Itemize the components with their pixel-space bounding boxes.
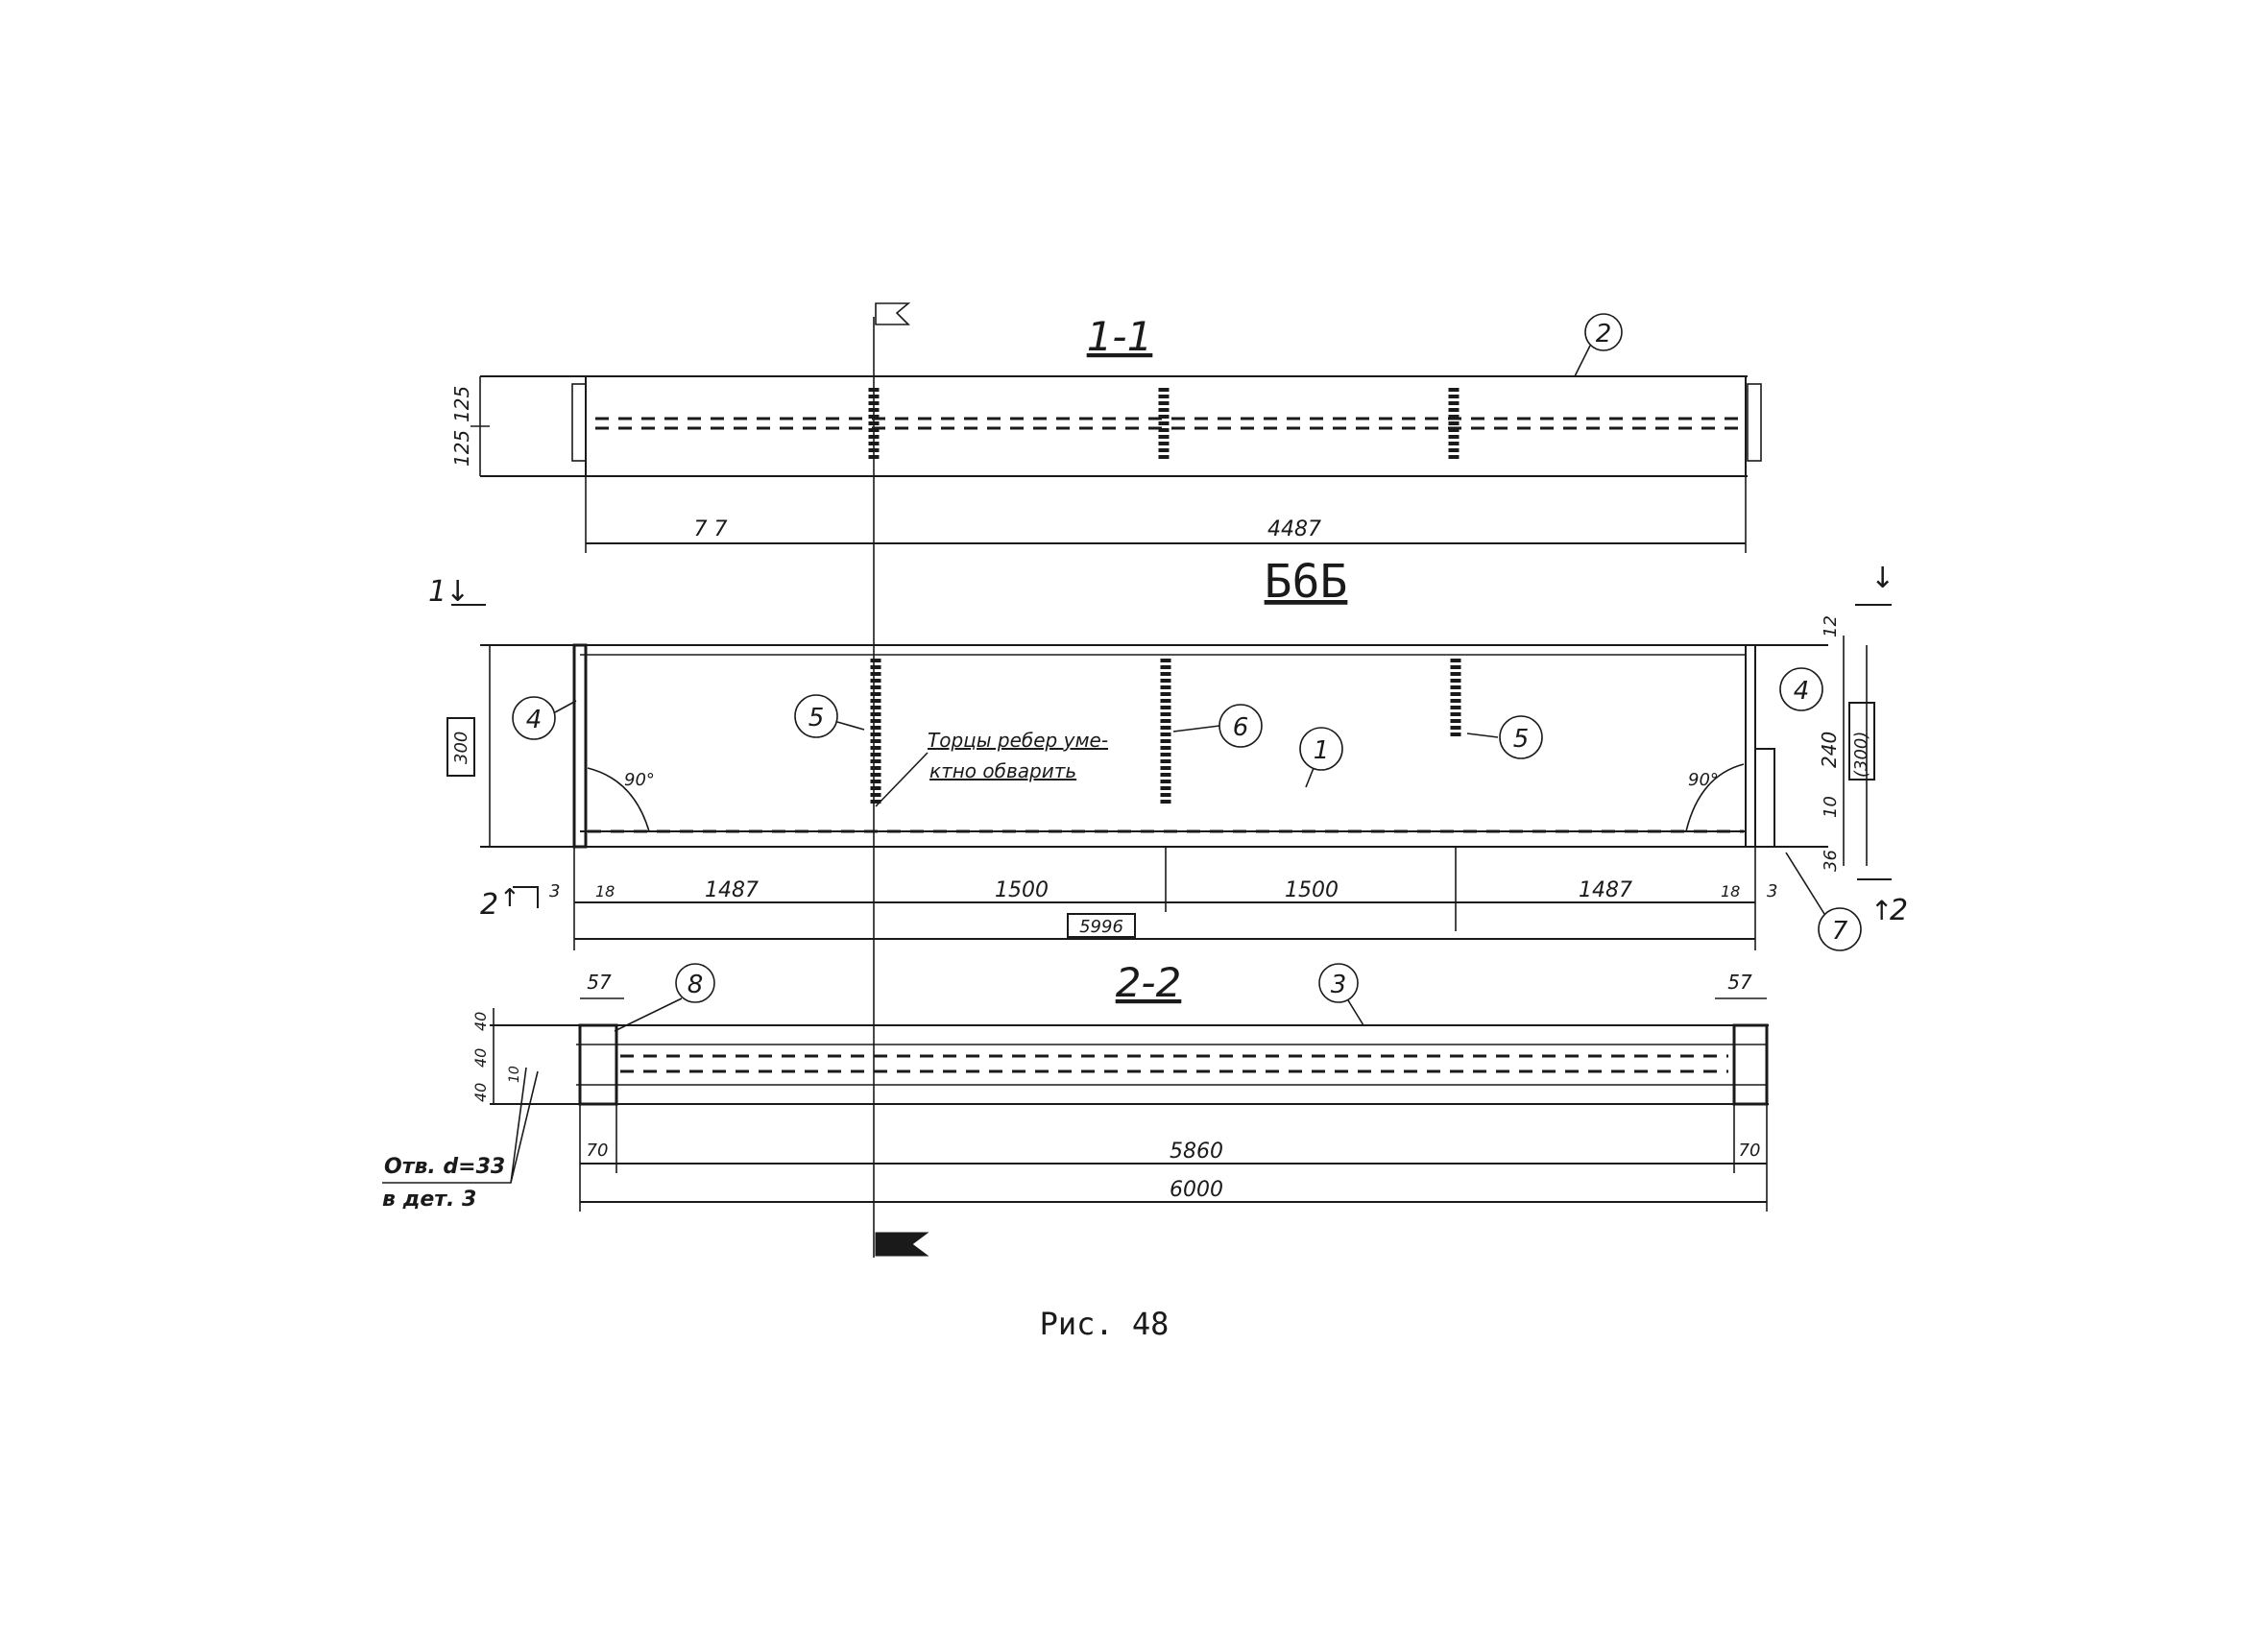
end-plate-left [572, 643, 588, 849]
rib-note-line-1: Торцы ребер уме- [928, 729, 1108, 752]
dim-125-bottom: 125 [450, 430, 473, 467]
part-number-2: 2 [1596, 320, 1612, 348]
dim-300-right: (300) [1851, 732, 1871, 778]
part-bubble-8 [675, 963, 715, 1003]
part-bubble-7 [1818, 907, 1862, 951]
dim-3-right: 3 [1767, 881, 1777, 901]
dim-240: 240 [1818, 732, 1841, 768]
dim-40-b: 40 [471, 1048, 490, 1068]
leader-lines [554, 700, 1499, 788]
part-bubble-5-left [794, 694, 838, 738]
flag-bottom-icon [875, 1232, 929, 1257]
hole-note-leader [382, 1067, 539, 1184]
dim-6000: 6000 [1170, 1178, 1223, 1202]
rib-note-leader [875, 752, 929, 807]
leader-line [1574, 345, 1591, 377]
dim-1500-left: 1500 [995, 878, 1049, 902]
cut-2-right-label: 2 [1890, 894, 1908, 927]
part-number-6: 6 [1233, 713, 1249, 742]
part-bubble-4-right [1779, 667, 1823, 711]
rib-welds-1-1 [868, 388, 1460, 459]
part-number-4-left: 4 [526, 706, 543, 734]
dim-57-right: 57 [1727, 971, 1752, 994]
hole-note-line-1: Отв. d=33 [384, 1155, 505, 1179]
dim-70-left: 70 [587, 1141, 609, 1161]
boxed-dim-5996 [1067, 913, 1136, 938]
dim-18-left: 18 [595, 882, 615, 901]
dim-70-right: 70 [1739, 1141, 1761, 1161]
part-number-1: 1 [1314, 736, 1330, 765]
end-plate-right [1745, 644, 1756, 848]
dim-3-left: 3 [549, 881, 560, 901]
end-block-left [578, 1023, 618, 1106]
dim-40-a: 40 [471, 1012, 490, 1031]
cut-marker-1: 1 ↓ ↓ [428, 562, 1894, 609]
dim-18-right: 18 [1721, 882, 1740, 901]
dim-12: 12 [1821, 615, 1841, 637]
angle-arc-left [587, 767, 650, 832]
part-bubble-3 [1318, 963, 1359, 1003]
dim-40-c: 40 [471, 1083, 490, 1102]
dim-36: 36 [1821, 850, 1841, 872]
part-bubble-2 [1584, 313, 1623, 351]
section-2-2-title: 2-2 [1116, 959, 1182, 1006]
dim-57-left: 57 [587, 971, 612, 994]
angle-label-right: 90° [1688, 770, 1719, 790]
section-2-2: 2-2 3 8 57 57 40 40 40 10 Отв. d=33 в де… [382, 959, 1769, 1212]
dim-partial: 7 7 [694, 517, 728, 541]
elevation-view: 90° 90° 4 5 6 1 5 4 7 Торцы ребер уме- к… [446, 615, 1875, 951]
dim-4487: 4487 [1267, 517, 1321, 541]
part-number-3: 3 [1331, 971, 1347, 999]
hole-note-line-2: в дет. 3 [382, 1188, 476, 1212]
part-bubble-1 [1299, 727, 1343, 771]
angle-arc-right [1685, 763, 1745, 832]
end-plate-right [1747, 383, 1762, 462]
part-number-5-right: 5 [1513, 725, 1530, 754]
cut-2-left-arrow-icon: ↑ [499, 884, 520, 913]
angle-label-left: 90° [624, 770, 655, 790]
boxed-dim-300-right [1848, 702, 1875, 780]
dim-125-top: 125 [450, 386, 473, 422]
rib-note-line-2: ктно обварить [929, 759, 1076, 782]
cut-2-right-arrow-icon: ↑ [1870, 895, 1893, 926]
part-number-5-left: 5 [808, 704, 825, 732]
part-bubble-5-right [1499, 715, 1543, 759]
dim-10: 10 [1821, 796, 1841, 818]
cut-1-left-label: 1 [428, 575, 446, 609]
dim-300: 300 [451, 732, 471, 764]
part-number-7: 7 [1832, 917, 1848, 946]
boxed-dim-300 [446, 717, 475, 777]
end-plate-left [571, 383, 587, 462]
drawing-mark: Б6Б [1265, 555, 1348, 609]
cut-1-right-arrow-icon: ↓ [1870, 562, 1894, 595]
leader-line [1785, 852, 1825, 915]
dim-1500-right: 1500 [1285, 878, 1339, 902]
dim-5860: 5860 [1170, 1140, 1223, 1164]
end-stiffener-right [1754, 748, 1775, 848]
dim-5996: 5996 [1079, 917, 1123, 937]
dim-10: 10 [507, 1066, 522, 1083]
cut-2-left-label: 2 [480, 888, 498, 922]
end-block-right [1732, 1023, 1769, 1106]
cut-1-left-arrow-icon: ↓ [446, 575, 470, 609]
section-1-1: 1-1 2 125 125 4487 7 7 [450, 313, 1762, 553]
dim-1487-left: 1487 [705, 878, 759, 902]
part-bubble-4-left [512, 696, 556, 740]
flag-top-icon [875, 302, 911, 325]
part-number-8: 8 [688, 971, 704, 999]
figure-caption: Рис. 48 [1040, 1306, 1170, 1342]
cut-marker-2: 2 ↑ ↑ 2 [480, 878, 1908, 927]
part-number-4-right: 4 [1794, 677, 1810, 706]
section-1-1-title: 1-1 [1087, 313, 1153, 360]
dim-1487-right: 1487 [1579, 878, 1632, 902]
